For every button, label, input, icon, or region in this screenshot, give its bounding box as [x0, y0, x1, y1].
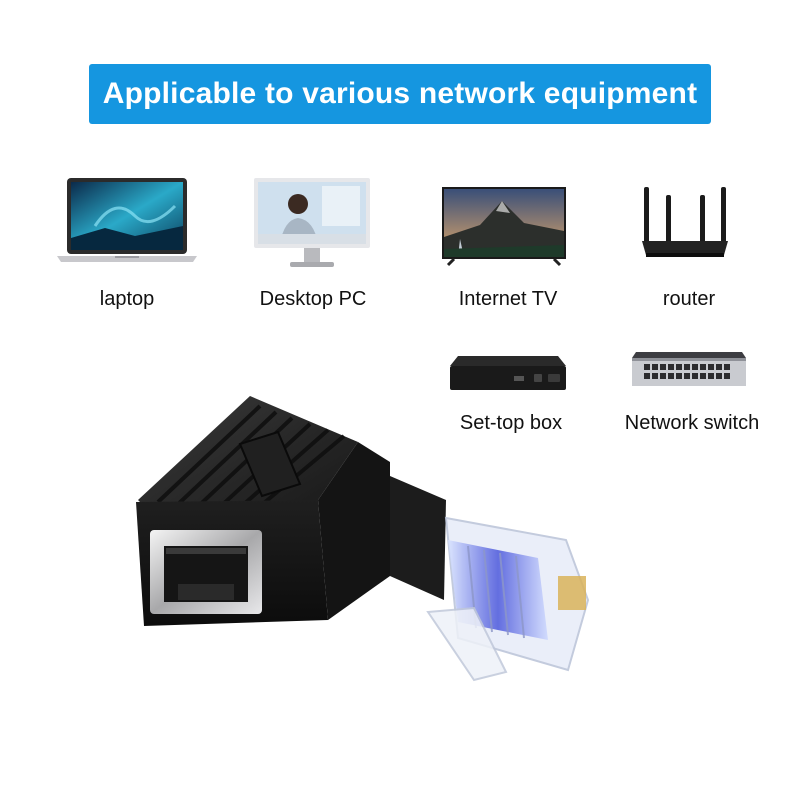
- label-laptop: laptop: [99, 288, 155, 310]
- label-internet-tv: Internet TV: [458, 288, 558, 310]
- label-network-switch: Network switch: [624, 412, 760, 434]
- router-icon: [638, 183, 732, 261]
- laptop-icon: [55, 176, 199, 266]
- monitor-icon: [252, 176, 372, 272]
- network-switch-icon: [630, 350, 748, 390]
- rj45-adapter-icon: [128, 390, 598, 690]
- label-desktop-pc: Desktop PC: [259, 288, 367, 310]
- banner-title: Applicable to various network equipment: [102, 77, 698, 110]
- label-router: router: [662, 288, 716, 310]
- set-top-box-icon: [448, 352, 568, 396]
- label-set-top-box: Set-top box: [459, 412, 563, 434]
- tv-icon: [440, 185, 568, 267]
- title-banner: Applicable to various network equipment: [89, 64, 711, 124]
